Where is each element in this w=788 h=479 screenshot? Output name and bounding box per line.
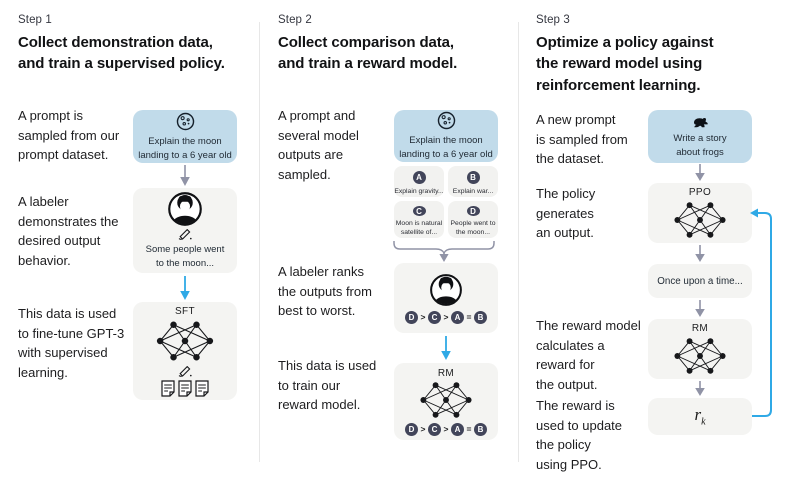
step3-caption-reward: The reward model calculates a reward for… (536, 318, 641, 392)
rank-separator: > (443, 312, 449, 322)
arrow-down-blue-icon (441, 336, 451, 360)
step1-caption-prompt: A prompt is sampled from our prompt data… (18, 108, 120, 162)
step3-title: Optimize a policy against the reward mod… (536, 34, 714, 94)
rank-badge: B (473, 310, 487, 324)
step3-caption-update: The reward is used to update the policy … (536, 398, 623, 472)
step3-caption-output: The policy generates an output. (536, 186, 596, 240)
rm-label: RM (437, 367, 455, 379)
arrow-down-icon (695, 300, 705, 317)
arrow-down-icon (695, 164, 705, 181)
step2-prompt-box: Explain the moon landing to a 6 year old (394, 110, 498, 162)
generated-output-text: Once upon a time... (657, 275, 743, 287)
prompt-text: Write a story about frogs (673, 132, 727, 158)
rank-badge: C (428, 310, 442, 324)
sft-label: SFT (174, 305, 196, 317)
letter-badge-c: C (412, 206, 426, 217)
arrow-down-icon (695, 381, 705, 396)
rank-badge: B (473, 422, 487, 436)
neural-network-icon (154, 319, 216, 363)
letter-badge-d: D (466, 206, 480, 217)
moon-icon (436, 110, 457, 131)
step2-label: Step 2 (278, 14, 312, 26)
rank-badge: D (405, 310, 419, 324)
step3-ppo-box: PPO (648, 183, 752, 243)
arrow-down-icon (695, 245, 705, 262)
pencil-icon (177, 365, 193, 377)
output-d-box: D People went to the moon... (448, 201, 498, 238)
rank-badge: D (405, 422, 419, 436)
step2-caption-sampled: A prompt and several model outputs are s… (278, 108, 359, 182)
ranking-row: D > C > A = B (405, 310, 487, 324)
step2-title: Collect comparison data, and train a rew… (278, 34, 458, 73)
frog-icon (691, 114, 710, 129)
step3-reward-box: rk (648, 398, 752, 435)
person-icon (429, 273, 463, 307)
rank-badge: A (450, 310, 464, 324)
output-b-text: Explain war... (452, 187, 494, 195)
rm-label: RM (691, 322, 709, 334)
step3-rm-box: RM (648, 319, 752, 379)
step1-caption-labeler: A labeler demonstrates the desired outpu… (18, 194, 119, 268)
reward-value: rk (694, 405, 706, 428)
feedback-loop-arrow-icon (750, 208, 772, 417)
step3-output-box: Once upon a time... (648, 264, 752, 298)
arrow-down-icon (180, 165, 190, 186)
output-d-text: People went to the moon... (450, 219, 496, 237)
neural-network-icon (418, 380, 474, 420)
output-a-text: Explain gravity... (394, 187, 444, 195)
step2-labeler-box: D > C > A = B (394, 263, 498, 333)
pencil-icon (177, 228, 193, 240)
arrow-down-blue-icon (180, 276, 190, 300)
step3-caption-prompt: A new prompt is sampled from the dataset… (536, 112, 628, 166)
step1-prompt-box: Explain the moon landing to a 6 year old (133, 110, 237, 163)
output-a-box: A Explain gravity... (394, 166, 444, 197)
rank-separator: > (443, 424, 449, 434)
rank-separator: = (466, 424, 472, 434)
person-icon (167, 191, 203, 227)
step1-labeler-box: Some people went to the moon... (133, 188, 237, 273)
moon-icon (175, 111, 196, 132)
ppo-label: PPO (688, 186, 712, 198)
step2-rm-box: RM D > C > A = B (394, 363, 498, 440)
prompt-text: Explain the moon landing to a 6 year old (138, 135, 232, 161)
neural-network-icon (672, 336, 728, 376)
neural-network-icon (672, 200, 728, 240)
output-c-text: Moon is natural satellite of... (395, 219, 443, 237)
prompt-text: Explain the moon landing to a 6 year old (399, 135, 493, 160)
ranking-row: D > C > A = B (405, 422, 487, 436)
output-c-box: C Moon is natural satellite of... (394, 201, 444, 238)
documents-icon (161, 379, 209, 397)
demonstration-text: Some people went to the moon... (145, 243, 225, 269)
step3-prompt-box: Write a story about frogs (648, 110, 752, 163)
step3-label: Step 3 (536, 14, 570, 26)
brace-merge-arrow-icon (393, 241, 495, 262)
rank-separator: > (420, 424, 426, 434)
step1-caption-finetune: This data is used to fine-tune GPT-3 wit… (18, 306, 125, 380)
rank-separator: = (466, 312, 472, 322)
rank-badge: A (450, 422, 464, 436)
step1-sft-box: SFT (133, 302, 237, 400)
step2-caption-train: This data is used to train our reward mo… (278, 358, 377, 412)
rank-badge: C (428, 422, 442, 436)
column-divider (259, 22, 260, 462)
rank-separator: > (420, 312, 426, 322)
column-divider (518, 22, 519, 462)
step2-caption-ranks: A labeler ranks the outputs from best to… (278, 264, 372, 318)
letter-badge-b: B (466, 171, 480, 184)
letter-badge-a: A (412, 171, 426, 184)
step1-title: Collect demonstration data, and train a … (18, 34, 225, 73)
output-b-box: B Explain war... (448, 166, 498, 197)
step1-label: Step 1 (18, 14, 52, 26)
